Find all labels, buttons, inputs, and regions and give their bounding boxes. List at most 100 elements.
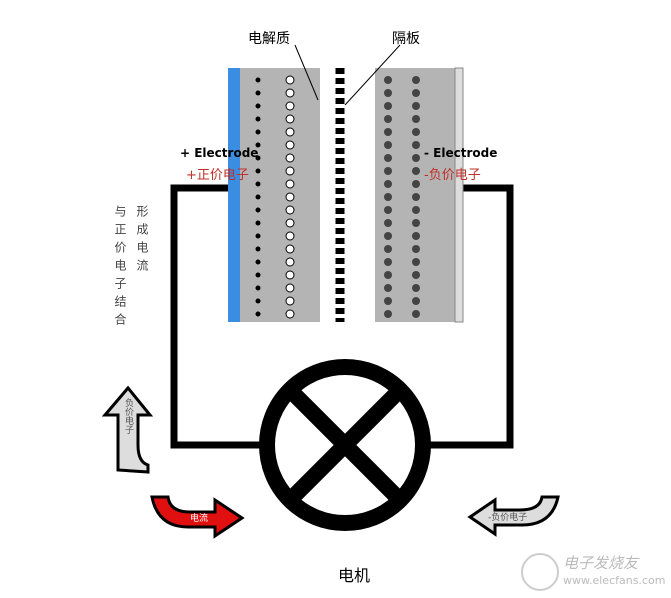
positive-ion — [255, 246, 261, 252]
positive-ion — [255, 142, 261, 148]
positive-ion — [285, 127, 295, 137]
positive-ion — [285, 257, 295, 267]
watermark-url: www.elecfans.com — [563, 574, 666, 587]
negative-ion — [384, 193, 392, 201]
positive-ion — [285, 296, 295, 306]
negative-ion — [384, 284, 392, 292]
negative-ion — [412, 180, 420, 188]
positive-ion — [285, 153, 295, 163]
motor-icon — [259, 359, 431, 531]
positive-electron-label: +正价电子 — [186, 168, 249, 183]
negative-ion — [384, 297, 392, 305]
positive-ion — [255, 116, 261, 122]
negative-ion — [412, 141, 420, 149]
watermark-logo — [521, 553, 559, 591]
positive-ion — [285, 179, 295, 189]
negative-ion — [384, 141, 392, 149]
motor-label: 电机 — [338, 566, 371, 585]
form-current-text: 形成电流 — [135, 205, 149, 277]
positive-ion — [285, 192, 295, 202]
positive-ion — [285, 309, 295, 319]
negative-electron-label: -负价电子 — [424, 168, 481, 183]
up-arrow-icon — [101, 385, 154, 474]
negative-ion — [384, 154, 392, 162]
negative-ion — [384, 206, 392, 214]
positive-ion — [255, 233, 261, 239]
positive-ion — [285, 114, 295, 124]
negative-ion — [384, 219, 392, 227]
positive-ion — [255, 194, 261, 200]
negative-ion — [384, 128, 392, 136]
positive-ion — [255, 311, 261, 317]
left-arrow-label: -负价电子 — [488, 513, 528, 523]
negative-ion — [412, 206, 420, 214]
up-arrow-label: 负价电子 — [123, 398, 133, 434]
red-arrow-icon — [150, 495, 245, 539]
positive-ion — [255, 103, 261, 109]
positive-ion — [285, 218, 295, 228]
negative-ion — [384, 89, 392, 97]
negative-ion — [384, 245, 392, 253]
negative-ion — [412, 167, 420, 175]
negative-electrode-label: - Electrode — [424, 146, 498, 160]
right-wire — [428, 184, 514, 449]
negative-ion — [384, 102, 392, 110]
left-wire — [170, 184, 262, 449]
positive-ion — [285, 140, 295, 150]
negative-ion — [412, 102, 420, 110]
left-arrow-icon — [467, 495, 560, 537]
positive-ion — [285, 101, 295, 111]
positive-electrode-gray — [240, 68, 320, 322]
positive-ion — [255, 90, 261, 96]
positive-ion — [255, 285, 261, 291]
positive-ion — [285, 205, 295, 215]
negative-ion — [412, 310, 420, 318]
positive-ion — [255, 181, 261, 187]
negative-ion — [412, 219, 420, 227]
negative-ion — [384, 258, 392, 266]
negative-ion — [412, 258, 420, 266]
negative-ion — [384, 271, 392, 279]
negative-ion — [384, 180, 392, 188]
positive-electrode-blue — [228, 68, 240, 322]
electrolyte-label: 电解质 — [248, 31, 290, 47]
positive-ion — [285, 244, 295, 254]
positive-ion — [285, 231, 295, 241]
negative-ion — [384, 232, 392, 240]
positive-ion — [255, 272, 261, 278]
ions — [255, 75, 420, 319]
positive-ion — [285, 283, 295, 293]
positive-ion — [255, 259, 261, 265]
positive-ion — [255, 77, 261, 83]
negative-ion — [384, 167, 392, 175]
positive-ion — [255, 155, 261, 161]
negative-ion — [412, 154, 420, 162]
negative-ion — [412, 284, 420, 292]
positive-ion — [255, 207, 261, 213]
red-arrow-label: 电流 — [190, 514, 209, 524]
negative-ion — [412, 193, 420, 201]
negative-ion — [412, 232, 420, 240]
separator-label: 隔板 — [392, 31, 420, 47]
negative-ion — [412, 115, 420, 123]
positive-ion — [285, 166, 295, 176]
watermark-name: 电子发烧友 — [563, 554, 639, 572]
positive-ion — [255, 168, 261, 174]
positive-electrode-label: + Electrode — [180, 146, 259, 160]
negative-ion — [412, 271, 420, 279]
positive-ion — [285, 270, 295, 280]
negative-ion — [384, 115, 392, 123]
combine-positive-text: 与正价电子结合 — [113, 205, 127, 331]
negative-ion — [384, 76, 392, 84]
negative-electrode-edge — [454, 67, 464, 323]
negative-ion — [412, 297, 420, 305]
negative-ion — [412, 89, 420, 97]
negative-ion — [412, 245, 420, 253]
negative-ion — [412, 128, 420, 136]
negative-ion — [412, 76, 420, 84]
positive-ion — [255, 220, 261, 226]
positive-ion — [285, 75, 295, 85]
positive-ion — [255, 129, 261, 135]
